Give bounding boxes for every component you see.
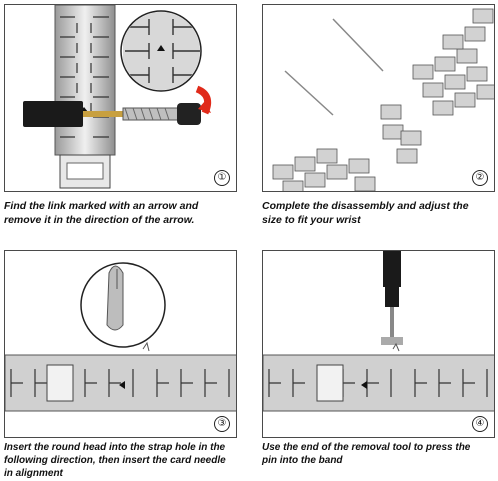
bracelet-vertical (54, 5, 116, 189)
direction-arrow-icon (361, 381, 367, 389)
step-1-caption: Find the link marked with an arrow and r… (4, 199, 244, 227)
step-number-badge: ② (472, 170, 488, 186)
direction-arrow-icon (119, 381, 125, 389)
caption-line: in alignment (4, 468, 63, 479)
link-pieces (272, 8, 494, 191)
step-1-illustration (23, 5, 212, 189)
caption-line: Find the link marked with an arrow and (4, 200, 199, 212)
caption-line: following direction, then insert the car… (4, 455, 226, 466)
pin-removal-tool (381, 251, 403, 345)
caption-line: Insert the round head into the strap hol… (4, 442, 226, 453)
bracelet-horizontal (263, 342, 494, 412)
caption-line: size to fit your wrist (262, 214, 361, 226)
zoom-detail (80, 262, 166, 348)
zoom-detail (120, 10, 202, 92)
step-number-badge: ④ (472, 416, 488, 432)
step-4-panel: ④ (262, 250, 495, 438)
caption-line: Use the end of the removal tool to press… (262, 442, 471, 453)
step-3-caption: Insert the round head into the strap hol… (4, 441, 244, 480)
step-2-panel: ② (262, 4, 495, 192)
step-number-badge: ① (214, 170, 230, 186)
step-4-illustration (263, 251, 494, 412)
pin-removal-tool (23, 101, 201, 127)
step-number-badge: ③ (214, 416, 230, 432)
step-3-panel: ③ (4, 250, 237, 438)
caption-line: pin into the band (262, 455, 343, 466)
step-2-caption: Complete the disassembly and adjust the … (262, 199, 494, 227)
step-1-panel: ① (4, 4, 237, 192)
step-4-caption: Use the end of the removal tool to press… (262, 441, 494, 467)
step-2-illustration (272, 8, 494, 191)
step-3-illustration (5, 262, 236, 412)
bracelet-horizontal (5, 341, 236, 412)
caption-line: Complete the disassembly and adjust the (262, 200, 469, 212)
loose-pins (284, 18, 384, 116)
caption-line: remove it in the direction of the arrow. (4, 214, 195, 226)
